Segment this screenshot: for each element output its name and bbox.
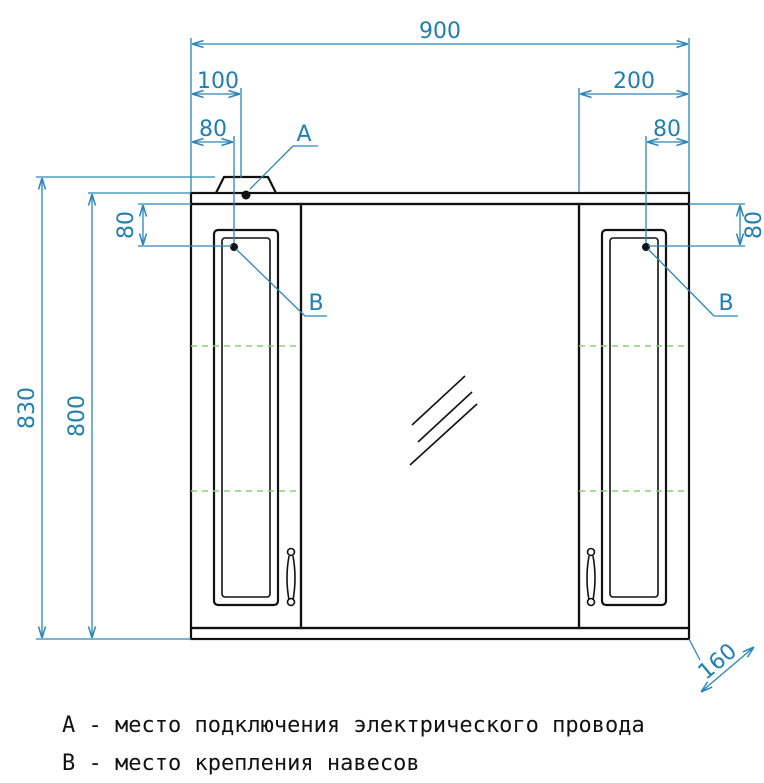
- mirror-panel: [299, 202, 581, 630]
- left-door-frame-outer: [212, 228, 280, 607]
- leader-a: [249, 145, 294, 190]
- callout-b-right: B: [718, 291, 733, 316]
- dim-left-offset-outer: 100: [197, 69, 239, 94]
- right-door: [577, 202, 691, 630]
- leader-b-left: [235, 248, 306, 317]
- top-cornice: [189, 191, 691, 206]
- cabinet-body: [189, 175, 691, 641]
- dim-left-vertical: 80: [114, 211, 139, 239]
- dim-body-height: 800: [65, 395, 90, 437]
- dim-right-offset-outer: 200: [613, 69, 655, 94]
- dimension-labels: 900 100 80 200 80 80 80 830 800 160 A B …: [15, 19, 764, 685]
- callout-a: A: [296, 122, 311, 147]
- leader-b-right: [647, 248, 715, 317]
- dim-depth: 160: [694, 639, 742, 685]
- dimension-lines: [36, 38, 754, 692]
- dim-left-offset-inner: 80: [199, 117, 227, 142]
- dim-line-160: [701, 647, 754, 692]
- bottom-plinth: [189, 626, 691, 641]
- mirror-reflection-icon: [409, 375, 478, 466]
- lamp-fixture: [215, 175, 277, 194]
- dim-overall-width: 900: [419, 19, 461, 44]
- dim-total-height: 830: [15, 387, 40, 429]
- legend-line-b: В - место крепления навесов: [62, 751, 420, 776]
- right-handle-icon: [586, 547, 596, 607]
- right-door-frame-inner: [609, 237, 659, 598]
- dim-right-vertical: 80: [742, 211, 764, 239]
- left-handle-icon: [286, 547, 296, 607]
- legend-line-a: А - место подключения электрического про…: [62, 713, 645, 738]
- callout-b-left: B: [308, 291, 323, 316]
- left-door-frame-inner: [221, 237, 271, 598]
- right-door-frame-outer: [600, 228, 668, 607]
- dim-right-offset-inner: 80: [653, 117, 681, 142]
- connection-point-a: [241, 190, 251, 200]
- left-door: [189, 202, 303, 630]
